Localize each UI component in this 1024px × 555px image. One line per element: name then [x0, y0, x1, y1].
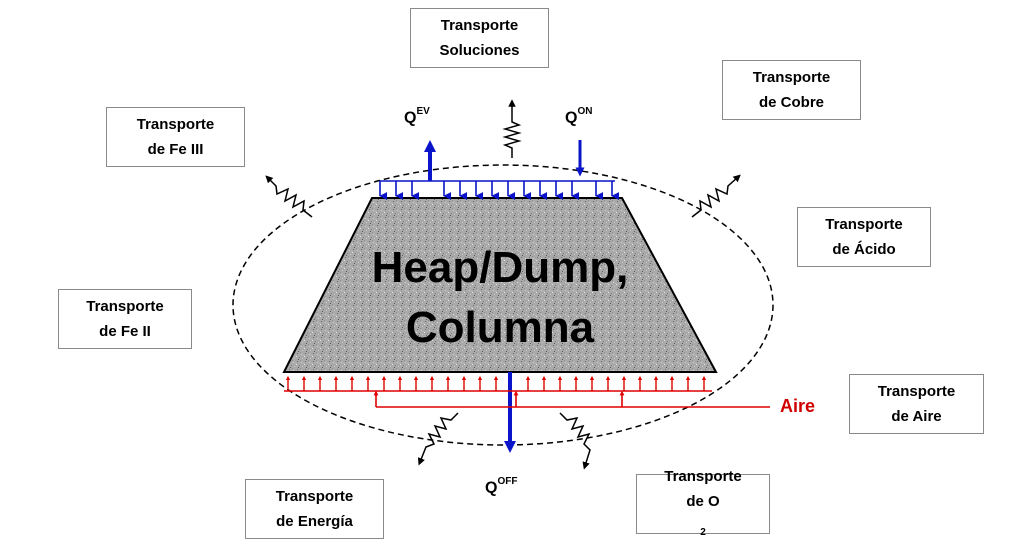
box-o2-line2-sub: 2 — [700, 526, 706, 538]
box-o2-line1: Transporte — [664, 467, 742, 485]
zigzag-upper-left — [265, 175, 313, 218]
box-aire-line1: Transporte — [877, 383, 956, 400]
zigzag-lower-left — [417, 412, 459, 466]
box-fe3-line1: Transporte — [136, 116, 215, 133]
box-cobre-line1: Transporte — [752, 69, 831, 86]
box-cobre-line2: de Cobre — [758, 94, 824, 111]
heap-label-line1: Heap/Dump, — [371, 243, 629, 292]
q-on-label: QON — [565, 106, 593, 127]
box-transporte-fe-ii: Transporte de Fe II — [58, 289, 192, 349]
control-volume-ellipse — [232, 164, 774, 446]
box-transporte-o2: Transporte de O 2 — [636, 468, 770, 538]
box-transporte-cobre: Transporte de Cobre — [722, 60, 861, 120]
zigzag-lower-right — [559, 412, 591, 470]
box-o2-line2-prefix: de O — [686, 492, 720, 510]
box-transporte-energia: Transporte de Energía — [245, 479, 384, 539]
heap-label-line2: Columna — [405, 303, 595, 352]
heap-label: Heap/Dump, Columna — [290, 238, 710, 358]
box-fe2-line1: Transporte — [86, 298, 164, 315]
box-fe2-line2: de Fe II — [99, 323, 151, 340]
box-energia-line2: de Energía — [276, 513, 353, 530]
box-transporte-fe-iii: Transporte de Fe III — [106, 107, 245, 167]
box-aire-line2: de Aire — [891, 408, 942, 425]
q-on-sup: ON — [577, 106, 593, 117]
box-o2-line2: de O 2 — [664, 489, 742, 545]
box-fe3-line2: de Fe III — [147, 141, 204, 158]
box-acido-line2: de Ácido — [832, 241, 896, 258]
zigzag-top-center — [502, 99, 522, 158]
q-off-label: QOFF — [485, 476, 518, 497]
box-soluciones-line1: Transporte — [440, 17, 519, 34]
top-solution-distribution — [379, 180, 620, 200]
q-off-base: Q — [485, 479, 498, 497]
bottom-air-up-arrows — [285, 375, 707, 391]
q-on-base: Q — [565, 109, 578, 127]
box-transporte-aire: Transporte de Aire — [849, 374, 984, 434]
heap-trapezoid — [282, 197, 718, 373]
box-energia-line1: Transporte — [275, 488, 354, 505]
q-ev-sup: EV — [416, 106, 430, 117]
box-transporte-acido: Transporte de Ácido — [797, 207, 931, 267]
box-soluciones-line2: Soluciones — [439, 42, 520, 59]
zigzag-upper-right — [691, 174, 741, 218]
air-inlet-label: Aire — [780, 396, 816, 416]
q-off-sup: OFF — [497, 476, 518, 487]
q-ev-base: Q — [404, 109, 417, 127]
box-acido-line1: Transporte — [825, 216, 903, 233]
bottom-air-distribution — [284, 390, 770, 408]
q-ev-label: QEV — [404, 106, 430, 127]
